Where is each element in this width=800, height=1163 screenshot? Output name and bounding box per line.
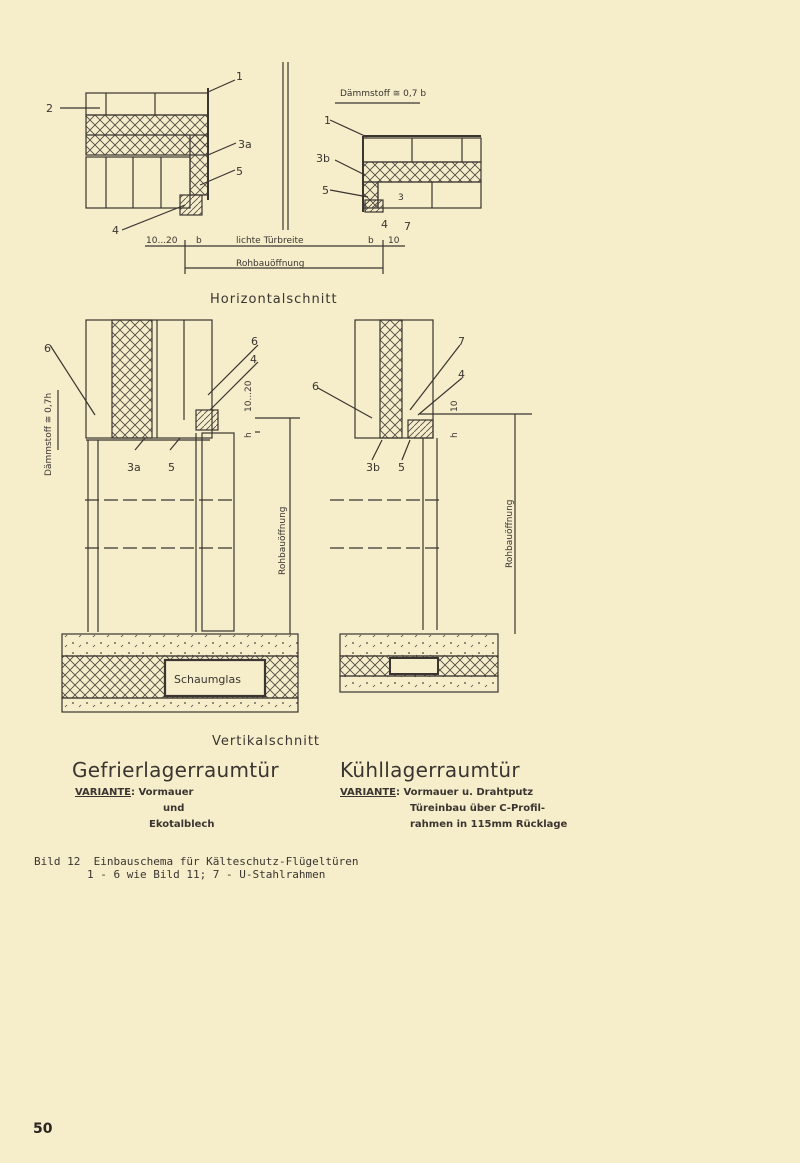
right-variante: VARIANTE: Vormauer u. Drahtputz Türeinba…: [340, 787, 568, 830]
daemmstoff-label: Dämmstoff ≅ 0,7 b: [340, 89, 426, 99]
left-variante-label: VARIANTE: [75, 787, 131, 798]
caption-horizontalschnitt: Horizontalschnitt: [210, 292, 338, 307]
right-variante-label: VARIANTE: [340, 787, 396, 798]
label-7: 7: [404, 220, 411, 233]
v-dim-10: 10: [450, 400, 460, 412]
label-5-right: 5: [322, 184, 329, 197]
label-3b: 3b: [316, 152, 330, 165]
horizontal-section-right: [335, 102, 482, 213]
label-3: 3: [398, 193, 404, 203]
v-label-6b: 6: [251, 335, 258, 348]
v-dim-h-right: h: [450, 432, 460, 438]
label-4-right: 4: [381, 218, 388, 231]
right-variante-line-3: rahmen in 115mm Rücklage: [410, 819, 568, 830]
figure-caption-line-2: 1 - 6 wie Bild 11; 7 - U-Stahlrahmen: [34, 868, 326, 881]
left-variante-line-1: Vormauer: [138, 787, 194, 798]
v-label-6: 6: [44, 342, 51, 355]
v-dim-rohbau-left: Rohbauöffnung: [278, 506, 288, 575]
right-variante-line-1: Vormauer u. Drahtputz: [403, 787, 534, 798]
v-label-5: 5: [168, 461, 175, 474]
label-1: 1: [236, 70, 243, 83]
schaumglas-label: Schaumglas: [174, 673, 241, 686]
v-label-6-right: 6: [312, 380, 319, 393]
vertical-section-left: [49, 319, 300, 713]
dim-rohbauoeffnung: Rohbauöffnung: [236, 259, 305, 269]
dim-lichte-tuerbreite: lichte Türbreite: [236, 236, 304, 246]
v-daemmstoff-label: Dämmstoff ≅ 0,7h: [44, 393, 54, 476]
v-dim-rohbau-right: Rohbauöffnung: [505, 499, 515, 568]
label-2: 2: [46, 102, 53, 115]
horizontal-section-left: [85, 88, 209, 216]
left-variante-line-2: und: [163, 803, 185, 814]
v-label-3b: 3b: [366, 461, 380, 474]
v-label-4-right: 4: [458, 368, 465, 381]
left-title: Gefrierlagerraumtür: [72, 758, 279, 782]
caption-vertikalschnitt: Vertikalschnitt: [212, 734, 320, 749]
figure-caption: Bild 12 Einbauschema für Kälteschutz-Flü…: [34, 855, 359, 881]
page-number: 50: [33, 1121, 53, 1137]
label-5: 5: [236, 165, 243, 178]
v-dim-h-left: h: [244, 432, 254, 438]
vertical-section-right: [317, 319, 532, 693]
label-4: 4: [112, 224, 119, 237]
v-label-3a: 3a: [127, 461, 141, 474]
figure-caption-line-1: Bild 12 Einbauschema für Kälteschutz-Flü…: [34, 855, 359, 868]
v-label-5-right: 5: [398, 461, 405, 474]
left-variante-line-3: Ekotalblech: [149, 819, 215, 830]
v-dim-10-20: 10...20: [244, 380, 254, 412]
v-label-4: 4: [250, 353, 257, 366]
dim-b-left: b: [196, 236, 202, 246]
dim-10: 10: [388, 236, 400, 246]
v-label-7: 7: [458, 335, 465, 348]
left-variante: VARIANTE: Vormauer und Ekotalblech: [75, 787, 215, 830]
right-variante-line-2: Türeinbau über C-Profil-: [410, 803, 546, 814]
label-3a: 3a: [238, 138, 252, 151]
right-title: Kühllagerraumtür: [340, 758, 520, 782]
vertical-labels: 6 6 4 3a 5 6 7 4 3b 5 Dämmstoff ≅ 0,7h h…: [44, 335, 515, 749]
horizontal-labels: 1 2 3a 5 4 1 3b 5 3 4 7 Dämmstoff ≅ 0,7 …: [46, 70, 426, 307]
label-1-right: 1: [324, 114, 331, 127]
dim-b-right: b: [368, 236, 374, 246]
dim-10-20: 10...20: [146, 236, 178, 246]
